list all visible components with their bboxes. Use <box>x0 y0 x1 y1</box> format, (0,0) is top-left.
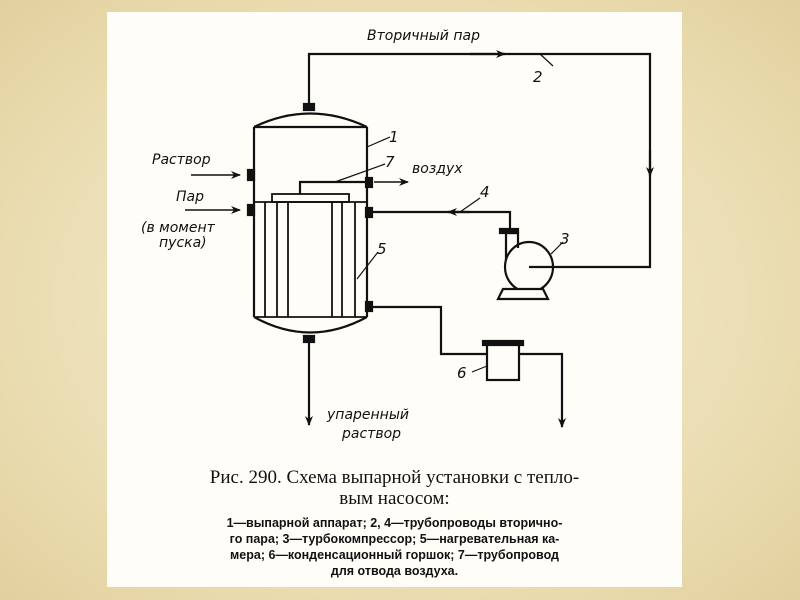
legend-line: го пара; 3—турбокомпрессор; 5—нагревател… <box>229 532 560 546</box>
legend-line: для отвода воздуха. <box>330 564 459 578</box>
label-evaporated-1: упаренный <box>326 407 409 423</box>
figure-caption: Рис. 290. Схема выпарной установки с теп… <box>107 467 682 579</box>
condensate-line <box>364 300 566 428</box>
label-air: воздух <box>412 161 463 177</box>
steam-inlet <box>185 203 256 217</box>
caption-title-line-1: Рис. 290. Схема выпарной установки с теп… <box>209 467 580 488</box>
evaporator-diagram: Вторичный пар Раствор Пар (в момент пуск… <box>141 28 654 442</box>
turbocompressor <box>496 227 555 301</box>
label-startup-1: (в момент <box>141 220 216 236</box>
number-1: 1 <box>389 128 399 146</box>
figure-sheet: Вторичный пар Раствор Пар (в момент пуск… <box>107 12 682 587</box>
secondary-steam-pipe <box>307 50 654 269</box>
legend-line: мера; 6—конденсационный горшок; 7—трубоп… <box>230 548 559 562</box>
legend-line: 1—выпарной аппарат; 2, 4—трубопроводы вт… <box>226 516 563 530</box>
evaporator-vessel <box>252 102 369 344</box>
label-evaporated-2: раствор <box>341 426 401 442</box>
label-startup-2: пуска) <box>159 235 207 251</box>
air-vent-pipe <box>298 176 409 194</box>
label-solution: Раствор <box>152 152 211 168</box>
number-2: 2 <box>533 68 543 86</box>
caption-legend: 1—выпарной аппарат; 2, 4—трубопроводы вт… <box>107 515 682 579</box>
label-steam: Пар <box>176 189 204 205</box>
caption-title-line-2: вым насосом: <box>339 488 450 509</box>
heating-chamber <box>254 193 367 318</box>
number-3: 3 <box>560 230 570 248</box>
steam-return-pipe <box>364 206 512 230</box>
solution-inlet <box>191 168 256 182</box>
number-4: 4 <box>480 183 490 201</box>
leader-lines <box>334 53 564 373</box>
number-6: 6 <box>457 364 467 382</box>
label-secondary-steam: Вторичный пар <box>367 28 480 44</box>
number-5: 5 <box>377 240 387 258</box>
number-7: 7 <box>385 153 395 171</box>
